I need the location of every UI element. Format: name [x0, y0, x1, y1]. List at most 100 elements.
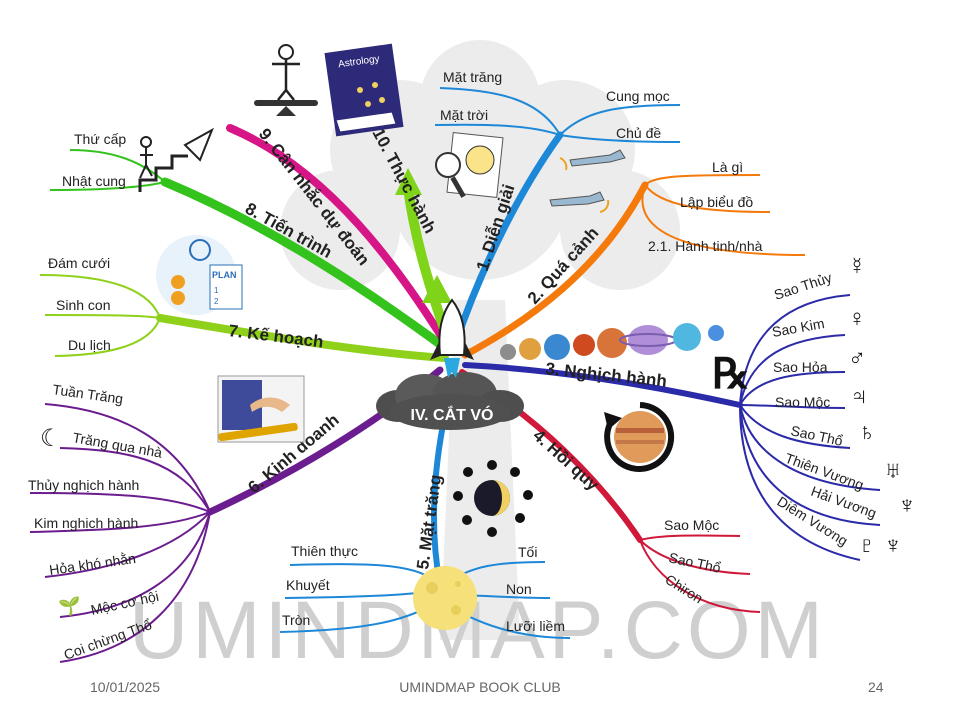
branch-3-twig	[739, 334, 846, 406]
full-moon-icon	[413, 566, 477, 630]
rocket-fin-left	[430, 340, 440, 360]
branch-1-twig	[559, 104, 681, 136]
leaf-mat-troi: Mặt trời	[440, 107, 488, 123]
footer-date: 10/01/2025	[90, 679, 160, 695]
branch-3-twig	[739, 371, 846, 406]
branch-2-twig	[644, 174, 761, 186]
branch-4-twig	[639, 534, 741, 541]
jupiter-return-icon	[604, 402, 675, 472]
planets-illustration	[500, 323, 724, 360]
leaf-tuan-trang: Tuần Trăng	[52, 381, 125, 407]
planet-icon	[708, 325, 724, 341]
leaf-hanh-tinh-nha: 2.1. Hành tinh/nhà	[648, 238, 763, 254]
leaf-cung-moc: Cung mọc	[606, 88, 670, 104]
footer-club: UMINDMAP BOOK CLUB	[399, 679, 561, 695]
neptune-symbol: ♆	[898, 492, 916, 519]
planet-icon	[573, 334, 595, 356]
branch-7-trunk	[156, 314, 449, 362]
planet-icon	[519, 338, 541, 360]
leaf-trang-qua-nha: Trăng qua nhà	[71, 429, 163, 461]
pluto-symbol: ♇	[858, 532, 876, 559]
watermark: UMINDMAP.COM	[129, 585, 827, 676]
venus-symbol: ♀	[848, 305, 866, 332]
leaf-lap-bieu-do: Lập biểu đồ	[680, 194, 753, 210]
center-arrowhead	[422, 275, 452, 303]
branch-6-twig	[59, 511, 211, 663]
leaf-hq-sao-moc: Sao Mộc	[664, 517, 719, 533]
leaf-dam-cuoi: Đám cưới	[48, 255, 110, 271]
branch-4-twig	[639, 539, 751, 575]
branch-8-twig	[49, 181, 166, 191]
leaf-tron: Tròn	[282, 612, 310, 628]
leaf-hoa-kho-nhan: Hỏa khó nhằn	[48, 550, 137, 578]
branch-1-trunk	[451, 131, 564, 349]
balance-person-icon	[254, 44, 318, 116]
branch-6-twig	[44, 403, 211, 513]
center-node: IV. CẮT VÓ	[376, 298, 524, 430]
branch-1-twig	[559, 134, 681, 143]
leaf-sao-hoa: Sao Hỏa	[773, 359, 828, 375]
plan-label: PLAN	[212, 270, 237, 280]
branch-3-twig	[739, 404, 881, 526]
mars-symbol: ♂	[848, 345, 866, 372]
branch-2-twig	[644, 184, 771, 213]
branch-7-twig	[44, 314, 161, 319]
branch-6-twig	[59, 511, 211, 618]
leaf-mat-trang: Mặt trăng	[443, 69, 502, 85]
leaf-non: Non	[506, 581, 532, 597]
branch-3-twig	[739, 404, 851, 449]
leaf-sinh-con: Sinh con	[56, 297, 110, 313]
branch-3-twig	[739, 404, 846, 409]
leaf-hq-sao-tho: Sao Thổ	[667, 549, 722, 576]
branch-3-twig	[739, 404, 881, 491]
plan-item-number: 1	[214, 286, 219, 295]
leaf-sao-thuy: Sao Thủy	[772, 269, 834, 303]
mercury-symbol: ☿	[848, 253, 866, 280]
branch-3-twig	[739, 404, 861, 561]
branch-1-twig	[434, 123, 561, 136]
jupiter-symbol: ♃	[850, 383, 868, 410]
retrograde-icon: ℞	[712, 350, 750, 397]
leaf-luoi-liem: Lưỡi liềm	[506, 618, 565, 634]
branch-2-twig	[641, 184, 806, 256]
leaf-la-gi: Là gì	[712, 159, 743, 175]
branch-7-label: 7. Kế hoạch	[228, 321, 325, 351]
planet-icon	[597, 328, 627, 358]
branch-2-trunk	[461, 181, 649, 359]
branch-8-trunk	[160, 177, 453, 355]
branch-3-label: 3. Nghịch hành	[545, 359, 668, 391]
branch-4-label: 4. Hồi quy	[529, 426, 602, 495]
rocket-fin-right	[464, 340, 474, 360]
uranus-symbol: ♅	[884, 457, 902, 484]
branch-1-twig	[439, 87, 561, 136]
handshake-contract-icon	[217, 375, 305, 443]
stairs-progress-icon	[138, 127, 214, 192]
branch-7-twig	[54, 317, 161, 357]
leaf-du-lich: Du lịch	[68, 337, 111, 353]
branch-7-twig	[39, 274, 161, 319]
plan-item-number: 2	[214, 297, 219, 306]
branch-6-twig	[29, 511, 211, 533]
branch-3-trunk	[462, 362, 743, 408]
planet-icon	[500, 344, 516, 360]
moon-phases-icon	[453, 460, 533, 537]
leaf-thien-thuc: Thiên thực	[291, 543, 358, 559]
leaf-chu-de: Chủ đề	[616, 125, 661, 141]
branch-5-label: 5. Mặt trăng	[413, 473, 445, 570]
crescent-moon-icon: ☾	[40, 425, 62, 452]
planet-icon	[628, 325, 668, 355]
branch-3-twig	[739, 294, 851, 406]
plan-board-icon: PLAN 1 2	[156, 235, 243, 315]
rocket-flame	[444, 358, 460, 378]
idea-document-icon	[435, 132, 504, 198]
branch-4-twig	[639, 539, 761, 613]
leaf-thuy-nghich-hanh: Thủy nghịch hành	[28, 477, 139, 493]
astrology-book-icon: Astrology	[324, 43, 404, 137]
branch-1-dien-giai: 1. Diễn giải Mặt trăng Mặt trời Cung mọc…	[434, 69, 681, 349]
leaf-kim-nghich-hanh: Kim nghịch hành	[34, 515, 138, 531]
leaf-toi: Tối	[518, 544, 537, 560]
branch-9-trunk	[226, 124, 454, 354]
branch-6-twig	[44, 511, 211, 578]
